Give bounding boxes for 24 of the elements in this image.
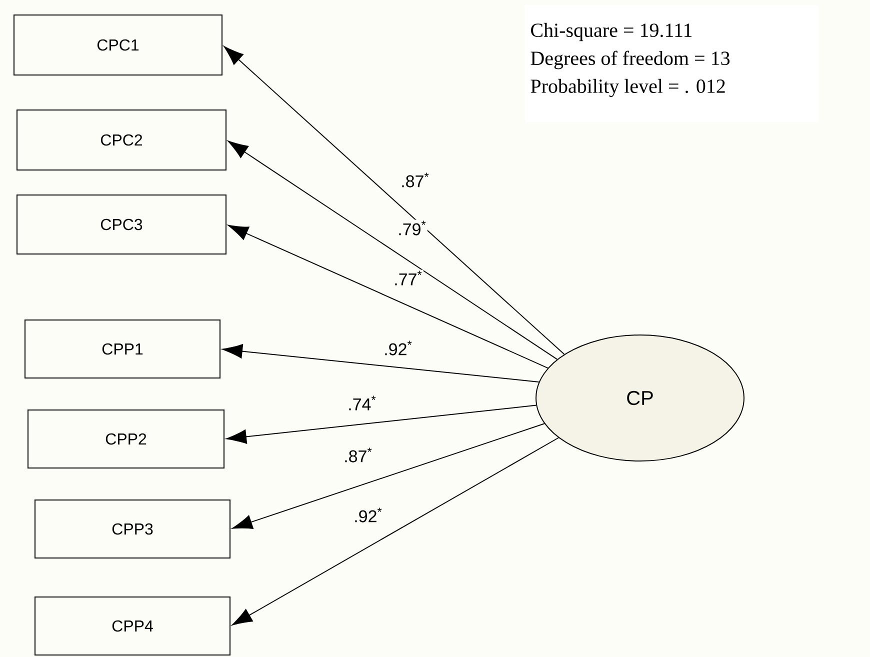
variable-box: CPC3 xyxy=(16,194,226,254)
edge-label: .74$^{*}$ xyxy=(346,394,378,412)
variable-box: CPP2 xyxy=(28,410,224,468)
variable-box: CPC2 xyxy=(16,110,226,170)
edge-label: .92$^{*}$ xyxy=(352,506,384,524)
edge-label: .87$^{*}$ xyxy=(400,172,430,188)
edge-label: .77$^{*}$ xyxy=(392,270,424,286)
fit-statistic: Probability level = . 012 xyxy=(530,78,725,98)
arrow xyxy=(232,437,560,626)
arrow xyxy=(226,404,537,444)
variable-box: CPC1 xyxy=(14,14,222,76)
edge-label: .79$^{*}$ xyxy=(396,220,428,236)
fit-statistic: Degrees of freedom = 13 xyxy=(530,50,730,70)
arrow xyxy=(228,140,558,360)
arrow xyxy=(224,46,565,355)
edge-label: .92$^{*}$ xyxy=(382,340,414,356)
edge-label: .87$^{*}$ xyxy=(342,446,374,464)
fit-statistic: Chi-square = 19.111 xyxy=(531,22,692,42)
arrow xyxy=(232,423,545,529)
variable-box: CPP1 xyxy=(24,320,220,378)
variable-box: CPP3 xyxy=(34,500,230,558)
variable-box: CPP4 xyxy=(34,596,230,656)
arrow xyxy=(228,224,548,369)
arrow xyxy=(222,344,540,382)
